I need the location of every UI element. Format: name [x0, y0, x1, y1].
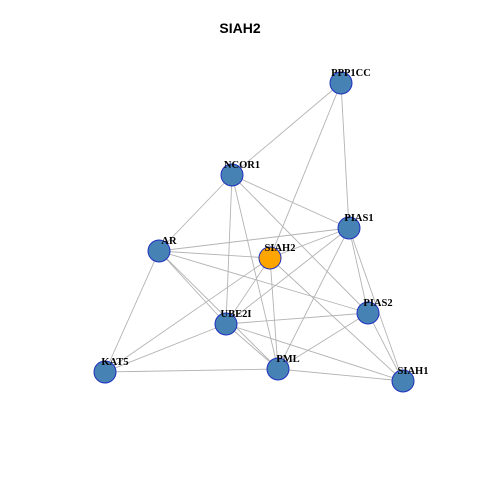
node-pml[interactable]	[266, 357, 290, 381]
node-label-kat5: KAT5	[101, 357, 128, 368]
edge-ncor1-pias1	[231, 174, 350, 229]
node-label-pml: PML	[276, 354, 299, 365]
graph-title: SIAH2	[219, 20, 261, 36]
node-label-ube2i: UBE2I	[221, 309, 252, 320]
node-ar[interactable]	[147, 239, 171, 263]
edge-ppp1cc-ncor1	[231, 82, 342, 176]
edge-pml-siah1	[277, 368, 404, 382]
nodes-layer	[93, 71, 415, 393]
node-label-ppp1cc: PPP1CC	[331, 68, 371, 79]
edge-ube2i-kat5	[104, 323, 227, 373]
edge-ncor1-pias2	[231, 174, 369, 314]
edge-ppp1cc-pias1	[340, 82, 350, 229]
node-label-siah1: SIAH1	[398, 366, 429, 377]
node-ube2i[interactable]	[214, 312, 238, 336]
edge-ar-siah2	[158, 250, 271, 259]
edge-ar-pias2	[158, 250, 369, 314]
node-ppp1cc[interactable]	[329, 71, 353, 95]
edge-pias2-pml	[277, 312, 369, 370]
edge-ncor1-ube2i	[225, 174, 233, 325]
node-pias1[interactable]	[337, 216, 361, 240]
node-label-pias2: PIAS2	[363, 298, 392, 309]
edges-layer	[104, 82, 404, 382]
node-label-ncor1: NCOR1	[224, 160, 260, 171]
edge-ppp1cc-siah2	[269, 82, 342, 259]
edge-ar-pias1	[158, 227, 350, 252]
edge-pias1-siah1	[348, 227, 404, 382]
edge-siah2-kat5	[104, 257, 271, 373]
edge-ar-ube2i	[158, 250, 227, 325]
node-siah1[interactable]	[391, 369, 415, 393]
edge-pias2-siah1	[367, 312, 404, 382]
edge-ar-pml	[158, 250, 279, 370]
node-label-pias1: PIAS1	[344, 213, 373, 224]
node-ncor1[interactable]	[220, 163, 244, 187]
edge-ncor1-pml	[231, 174, 279, 370]
edge-siah2-siah1	[269, 257, 404, 382]
edge-siah2-pml	[269, 257, 279, 370]
edge-ar-kat5	[104, 250, 160, 373]
edge-ube2i-siah1	[225, 323, 404, 382]
edge-pias2-ube2i	[225, 312, 369, 325]
edge-kat5-pml	[104, 368, 279, 373]
edge-siah2-ube2i	[225, 257, 271, 325]
edge-pias1-pias2	[348, 227, 369, 314]
node-siah2[interactable]	[258, 246, 282, 270]
node-label-ar: AR	[161, 236, 177, 247]
edge-pias1-pml	[277, 227, 350, 370]
edge-pias1-ube2i	[225, 227, 350, 325]
node-label-siah2: SIAH2	[265, 243, 296, 254]
node-kat5[interactable]	[93, 360, 117, 384]
edge-ncor1-ar	[158, 174, 233, 252]
edge-siah2-pias1	[269, 227, 350, 259]
node-pias2[interactable]	[356, 301, 380, 325]
